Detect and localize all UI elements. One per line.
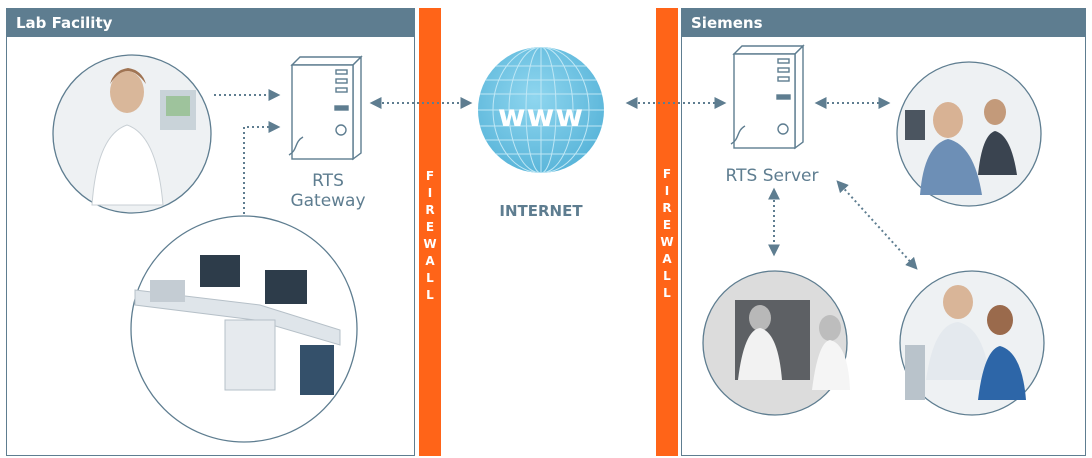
- rts-server-label: RTS Server: [725, 166, 819, 186]
- rts-gateway-label-line2: Gateway: [290, 191, 366, 211]
- rts-gateway-server-icon: [288, 55, 363, 161]
- lab-automation-photo: [130, 215, 358, 443]
- service-engineers-photo: [702, 270, 850, 416]
- globe-www-text: www: [498, 99, 584, 134]
- internet-label: INTERNET: [499, 202, 583, 220]
- siemens-header: Siemens: [682, 9, 1085, 37]
- lab-facility-header: Lab Facility: [7, 9, 414, 37]
- rts-server-icon: [730, 44, 805, 150]
- consultants-photo: [899, 270, 1045, 416]
- support-agents-photo: [896, 61, 1042, 207]
- arrow-server-consultants: [836, 180, 918, 270]
- rts-gateway-label: RTS Gateway: [283, 171, 373, 211]
- arrow-automation-to-gateway: [243, 121, 281, 214]
- rts-gateway-label-line1: RTS: [312, 171, 344, 191]
- lab-technician-photo: [52, 54, 212, 214]
- internet-globe-icon: www: [478, 47, 604, 173]
